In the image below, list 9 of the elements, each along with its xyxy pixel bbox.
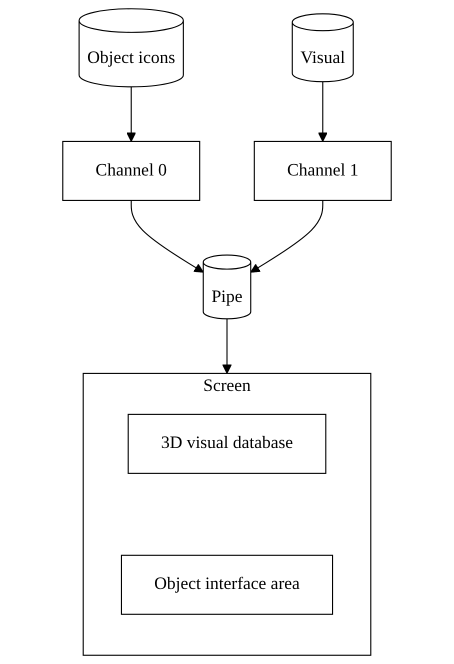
- node-box: Channel 0: [62, 140, 200, 201]
- node-box: Object interface area: [120, 554, 334, 615]
- node-box: Channel 1: [254, 140, 392, 201]
- arrow: [130, 200, 204, 273]
- arrow: [250, 200, 324, 273]
- arrow: [222, 318, 232, 374]
- arrow: [318, 82, 328, 142]
- arrow: [126, 86, 136, 142]
- node-box: 3D visual database: [128, 414, 326, 474]
